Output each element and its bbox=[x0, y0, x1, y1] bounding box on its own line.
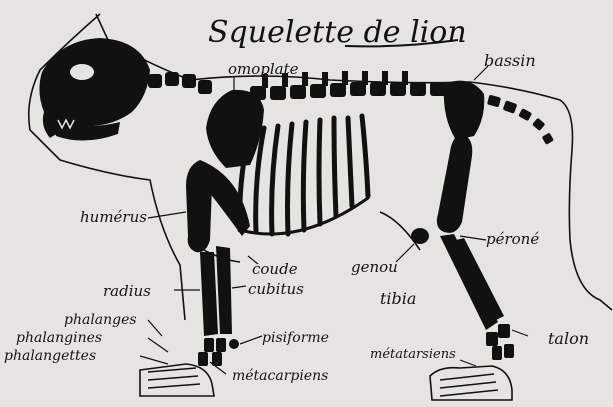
ulna-bone bbox=[216, 246, 232, 334]
label-genou: genou bbox=[351, 258, 398, 276]
radius-bone bbox=[200, 252, 218, 336]
label-tibia: tibia bbox=[380, 289, 416, 308]
pelvis-bone bbox=[444, 81, 485, 140]
label-humerus: humérus bbox=[80, 208, 147, 226]
label-phalangettes: phalangettes bbox=[4, 348, 96, 364]
kneecap bbox=[411, 228, 429, 244]
hind-paw-outline bbox=[430, 366, 512, 400]
label-metatarsiens: métatarsiens bbox=[370, 347, 456, 362]
hind-paw-phalanges bbox=[440, 374, 498, 396]
scapula-bone bbox=[206, 90, 264, 168]
label-talon: talon bbox=[548, 329, 589, 348]
label-pisiforme: pisiforme bbox=[262, 330, 329, 346]
label-perone: péroné bbox=[486, 230, 539, 248]
label-radius: radius bbox=[103, 282, 151, 300]
hind-paw-bones bbox=[486, 324, 514, 360]
femur-bone bbox=[437, 134, 472, 233]
label-bassin: bassin bbox=[484, 51, 536, 70]
label-coude: coude bbox=[252, 260, 298, 278]
label-metacarpiens: métacarpiens bbox=[232, 368, 328, 384]
humerus-bone bbox=[186, 160, 212, 252]
label-omoplate: omoplate bbox=[228, 60, 299, 78]
front-paw-bones bbox=[198, 338, 239, 366]
label-cubitus: cubitus bbox=[248, 280, 304, 298]
label-phalanges: phalanges bbox=[64, 312, 137, 328]
label-phalangines: phalangines bbox=[16, 330, 102, 346]
diagram-title: Squelette de lion bbox=[208, 15, 467, 50]
eye-socket bbox=[70, 64, 94, 80]
tail-vertebrae bbox=[487, 95, 554, 145]
front-paw-phalanges bbox=[148, 368, 200, 388]
